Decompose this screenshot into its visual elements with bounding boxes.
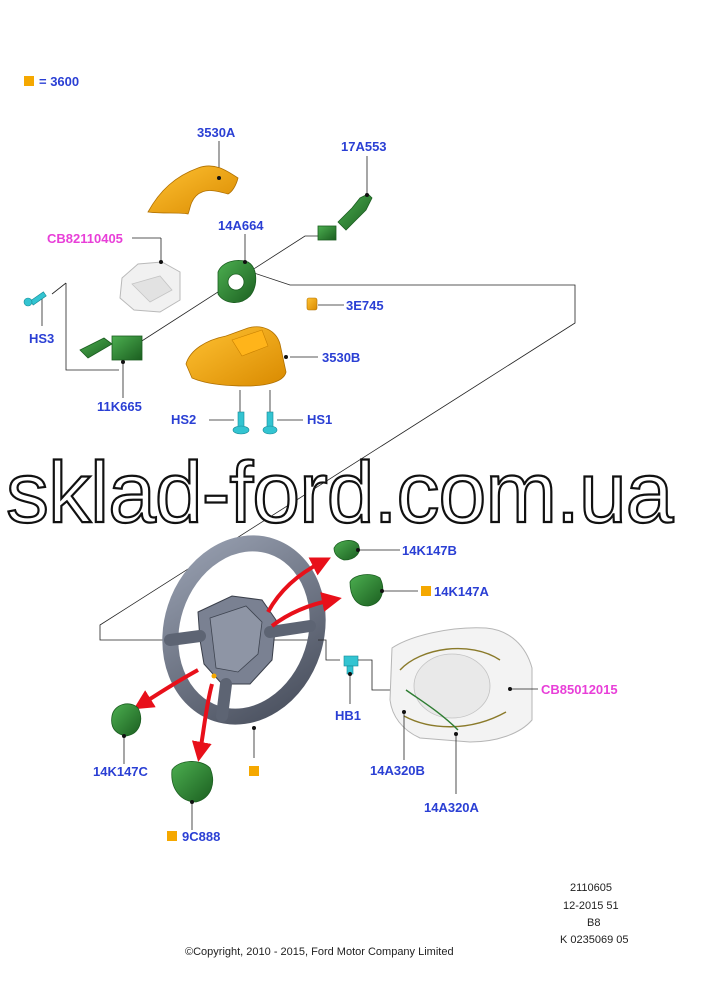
14K147A-marker (421, 586, 431, 596)
legend: = 3600 (24, 74, 79, 89)
switch-11K665 (79, 335, 143, 364)
lower-shroud-3530B (185, 326, 288, 387)
label-CB85012015: CB85012015 (541, 682, 618, 697)
label-17A553: 17A553 (341, 139, 387, 154)
label-14A664: 14A664 (218, 218, 264, 233)
label-14K147A: 14K147A (434, 584, 490, 599)
label-14A320A: 14A320A (424, 800, 480, 815)
label-3530B: 3530B (322, 350, 360, 365)
airbag-CB85012015 (389, 627, 538, 794)
footer-line4: K 0235069 05 (560, 934, 629, 946)
9C888-marker (167, 831, 177, 841)
label-11K665: 11K665 (97, 399, 142, 414)
switch-14K147A (349, 574, 431, 607)
screw-HS3 (23, 291, 47, 307)
arrows (133, 557, 342, 762)
switch-14K147C (111, 703, 142, 764)
copyright: ©Copyright, 2010 - 2015, Ford Motor Comp… (185, 946, 454, 958)
label-9C888: 9C888 (182, 829, 220, 844)
horn-9C888 (167, 761, 213, 841)
label-HS2: HS2 (171, 412, 196, 427)
label-HS3: HS3 (29, 331, 54, 346)
housing-CB82110405 (119, 260, 181, 313)
screw-HS2 (232, 411, 250, 435)
footer-line2: 12-2015 51 (563, 900, 619, 912)
label-CB82110405: CB82110405 (47, 231, 123, 246)
legend-text: = 3600 (39, 74, 79, 89)
bolt-HB1 (318, 639, 400, 704)
label-3E745: 3E745 (346, 298, 384, 313)
upper-shroud-3530A (147, 165, 239, 215)
switch-14K147B (333, 540, 400, 561)
label-HB1: HB1 (335, 708, 361, 723)
leader-lines-upper (41, 141, 576, 641)
wheel-marker (249, 766, 259, 776)
label-14K147B: 14K147B (402, 543, 457, 558)
watermark: sklad-ford.com.ua (6, 445, 674, 541)
clip-3E745 (306, 297, 318, 311)
screw-HS1 (262, 411, 278, 435)
label-14K147C: 14K147C (93, 764, 149, 779)
steering-wheel (162, 535, 326, 776)
footer-line1: 2110605 (570, 882, 612, 894)
footer-line3: B8 (587, 917, 600, 929)
wiper-switch-17A553 (317, 193, 373, 241)
label-14A320B: 14A320B (370, 763, 425, 778)
label-3530A: 3530A (197, 125, 236, 140)
legend-marker (24, 76, 34, 86)
label-HS1: HS1 (307, 412, 332, 427)
clockspring-14A664 (217, 260, 257, 303)
